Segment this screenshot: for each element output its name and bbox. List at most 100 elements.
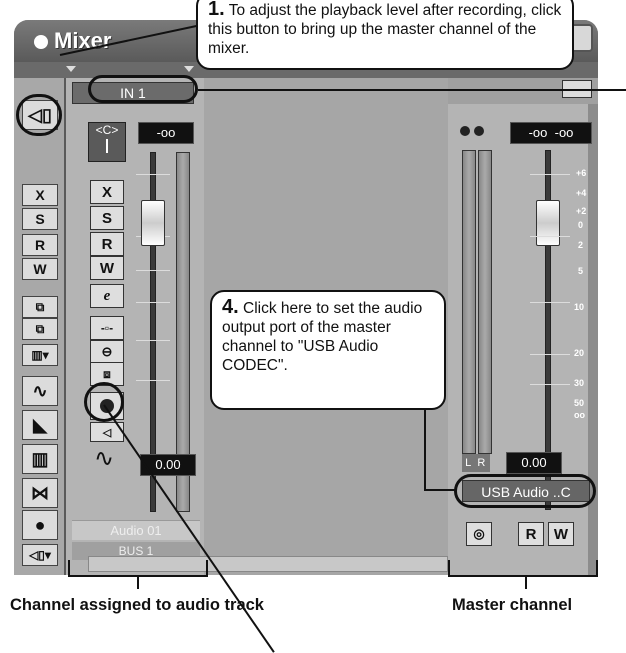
meter-label-r: R [477,457,486,469]
monitor-button[interactable]: ◁ [90,422,124,442]
toolbar-menu-arrow-icon[interactable] [66,66,76,72]
meter-label-l: L [465,457,472,469]
master-bracket-stem [525,575,527,589]
scale-label: 2 [578,240,584,250]
scale-label: oo [574,410,585,420]
callout-step-4: 4. Click here to set the audio output po… [210,290,446,410]
scale-label: 10 [574,302,585,312]
solo-label: S [101,209,112,227]
master-fader-tick [530,354,570,355]
caption-channel: Channel assigned to audio track [10,596,264,614]
master-fader-tick [530,302,570,303]
channel-name-text: Audio 01 [110,523,162,538]
callout-4-text: Click here to set the audio output port … [222,300,423,374]
mute-label: X [101,183,112,201]
rack-read-label: R [34,237,46,253]
rack-mute-button[interactable]: X [22,184,58,206]
rack-read-button[interactable]: R [22,234,58,256]
copy-settings-button[interactable]: ⧉ [22,296,58,318]
fader-tick [136,270,170,271]
channel-level-display: -oo [138,122,194,144]
pan-knob[interactable]: <C> [88,122,126,162]
callout-1-number: 1. [208,0,225,20]
view-options-button[interactable]: ▥▾ [22,344,58,366]
channel-output-selector[interactable]: BUS 1 [72,542,200,560]
wave-icon: ∿ [94,445,115,472]
master-clip-led-left [460,126,470,136]
scale-label: 5 [578,266,584,276]
write-button[interactable]: W [90,256,124,280]
channel-output-text: BUS 1 [118,544,154,558]
fader-tick [136,302,170,303]
fader-tick [136,174,170,175]
output-view-button[interactable]: ⋈ [22,478,58,508]
master-fader-value-text: 0.00 [521,455,547,470]
master-fader-tick [530,174,570,175]
rack-solo-label: S [35,211,45,227]
rack-mute-label: X [35,187,45,203]
horizontal-scrollbar[interactable] [88,556,448,572]
channel-fader-track [150,152,156,512]
callout-4-number: 4. [222,296,239,318]
pan-label: <C> [95,123,119,137]
master-read-button[interactable]: R [518,522,544,546]
master-clip-led-right [474,126,484,136]
master-level-left: -oo [528,125,548,140]
rack-write-label: W [33,261,47,277]
master-meter-labels: L R [462,454,490,472]
channel-input-selector[interactable]: IN 1 [72,82,194,104]
edit-button[interactable]: e [90,284,124,308]
scale-label: +4 [576,188,587,198]
channel-fader-value-text: 0.00 [155,457,181,472]
write-label: W [99,259,115,277]
midi-view-button[interactable]: ● [22,510,58,540]
toolbar-menu-arrow-icon[interactable] [184,66,194,72]
pan-indicator [106,139,108,153]
highlight-input [88,75,198,103]
master-fader-value[interactable]: 0.00 [506,452,562,474]
wave-view-button[interactable]: ∿ [22,376,58,406]
master-level-display: -oo -oo [510,122,592,144]
eq-button[interactable]: ⊖ [90,340,124,364]
master-bracket-right [596,560,598,576]
rack-solo-button[interactable]: S [22,208,58,230]
master-read-label: R [525,525,537,543]
scale-label: 0 [578,220,584,230]
instrument-view-button[interactable]: ▥ [22,444,58,474]
master-fader-handle[interactable] [536,200,560,246]
callout-step-1: 1. To adjust the playback level after re… [196,0,574,70]
master-write-label: W [553,525,569,543]
master-stereo-button[interactable]: ◎ [466,522,492,546]
master-write-button[interactable]: W [548,522,574,546]
channel-bracket-left [68,560,70,576]
ramp-view-button[interactable]: ◣ [22,410,58,440]
channel-level-value: -oo [156,125,176,140]
master-bracket [448,575,598,577]
read-label: R [101,235,113,253]
master-meter-right [478,150,492,454]
master-bracket-left [448,560,450,576]
channel-fader-value[interactable]: 0.00 [140,454,196,476]
master-output-selector[interactable]: USB Audio ..C [462,480,590,502]
scale-label: +2 [576,206,587,216]
callout-1-text: To adjust the playback level after recor… [208,2,562,57]
channel-fader-handle[interactable] [141,200,165,246]
channel-name[interactable]: Audio 01 [72,520,200,540]
mute-button[interactable]: X [90,180,124,204]
rack-write-button[interactable]: W [22,258,58,280]
scale-label: 50 [574,398,585,408]
master-output-text: USB Audio ..C [481,484,571,500]
master-fader-tick [530,236,570,237]
insert-button[interactable]: -▫- [90,316,124,340]
read-button[interactable]: R [90,232,124,256]
highlight-master-button [16,94,62,136]
highlight-record-button [84,382,124,422]
paste-settings-button[interactable]: ⧉ [22,318,58,340]
channel-bracket-right [206,560,208,576]
edit-label: e [103,287,111,304]
master-level-right: -oo [554,125,574,140]
scale-label: 20 [574,348,585,358]
highlight-master-output [454,474,596,508]
rack-options-button[interactable]: ◁▯▾ [22,544,58,566]
solo-button[interactable]: S [90,206,124,230]
